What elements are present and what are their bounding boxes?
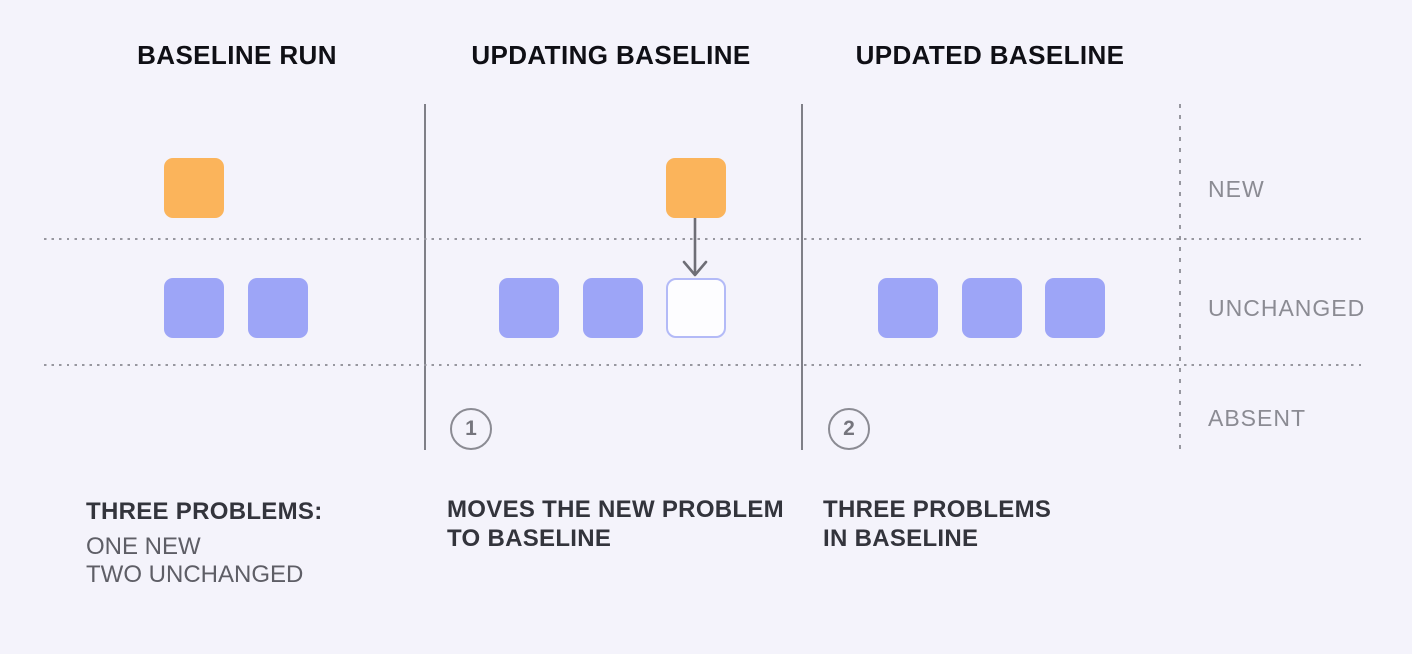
problem-unchanged-square bbox=[878, 278, 938, 338]
problem-unchanged-square bbox=[582, 278, 643, 338]
baseline-run-new-row bbox=[164, 158, 394, 218]
updating-baseline-unchanged-row bbox=[499, 278, 729, 338]
column-header-updated-baseline: UPDATED BASELINE bbox=[855, 40, 1125, 70]
column-divider-1 bbox=[424, 104, 426, 450]
baseline-run-caption-detail: ONE NEW TWO UNCHANGED bbox=[86, 533, 304, 588]
column-header-baseline-run: BASELINE RUN bbox=[137, 40, 337, 70]
baseline-run-unchanged-row bbox=[164, 278, 394, 338]
label-separator-dotted-line bbox=[1179, 104, 1181, 455]
baseline-run-caption-title: THREE PROBLEMS: bbox=[86, 498, 323, 525]
move-to-baseline-arrow-icon bbox=[682, 218, 708, 277]
step-1-badge: 1 bbox=[450, 408, 492, 450]
empty-slot-square bbox=[666, 278, 726, 338]
problem-unchanged-square bbox=[164, 278, 224, 338]
row-label-unchanged: UNCHANGED bbox=[1208, 295, 1366, 321]
problem-unchanged-square bbox=[1045, 278, 1105, 338]
column-divider-2 bbox=[801, 104, 803, 450]
updated-baseline-caption: THREE PROBLEMS IN BASELINE bbox=[823, 496, 1052, 552]
row-label-new: NEW bbox=[1208, 176, 1265, 202]
problem-new-square bbox=[666, 158, 726, 218]
step-1-number: 1 bbox=[465, 417, 477, 440]
updating-baseline-caption: MOVES THE NEW PROBLEM TO BASELINE bbox=[447, 496, 784, 552]
row-separator-new-unchanged bbox=[44, 238, 1364, 240]
problem-new-square bbox=[164, 158, 224, 218]
column-header-updating-baseline: UPDATING BASELINE bbox=[471, 40, 751, 70]
updating-baseline-new-row bbox=[499, 158, 729, 218]
problem-unchanged-square bbox=[247, 278, 308, 338]
step-2-number: 2 bbox=[843, 417, 855, 440]
updated-baseline-new-row bbox=[878, 158, 1108, 218]
updated-baseline-unchanged-row bbox=[878, 278, 1108, 338]
step-2-badge: 2 bbox=[828, 408, 870, 450]
problem-unchanged-square bbox=[961, 278, 1022, 338]
row-separator-unchanged-absent bbox=[44, 364, 1364, 366]
row-label-absent: ABSENT bbox=[1208, 405, 1307, 431]
problem-unchanged-square bbox=[499, 278, 559, 338]
